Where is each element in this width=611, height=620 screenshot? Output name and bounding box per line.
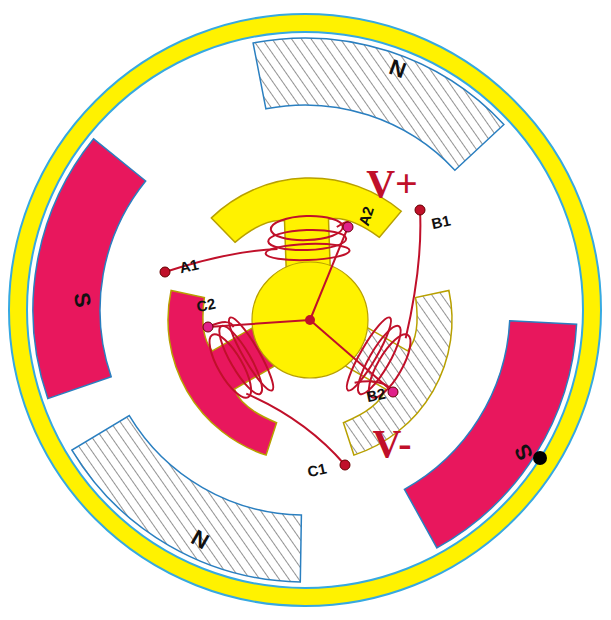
coil-winding bbox=[270, 215, 343, 241]
supply-label: V- bbox=[372, 424, 411, 464]
terminal-dot bbox=[340, 460, 350, 470]
rotor-hub bbox=[252, 262, 368, 378]
terminal-dot bbox=[203, 322, 213, 332]
stator-housing-ring bbox=[9, 14, 601, 606]
terminal-label: C1 bbox=[306, 461, 328, 480]
terminal-dot bbox=[160, 267, 170, 277]
coil-winding bbox=[202, 329, 259, 403]
terminal-label: B2 bbox=[365, 386, 387, 405]
permanent-magnet bbox=[33, 139, 146, 399]
permanent-magnet bbox=[253, 38, 504, 170]
terminal-dot bbox=[343, 222, 353, 232]
star-point bbox=[305, 315, 315, 325]
terminal-label: A1 bbox=[178, 257, 200, 276]
terminal-label: B1 bbox=[430, 213, 452, 232]
terminal-label: C2 bbox=[195, 296, 217, 315]
housing-bore bbox=[27, 32, 583, 588]
star-wire bbox=[310, 320, 393, 392]
star-wire bbox=[208, 320, 310, 327]
coil-lead bbox=[406, 210, 421, 338]
terminal-dot bbox=[415, 205, 425, 215]
coil-lead bbox=[246, 394, 345, 465]
terminal-dot bbox=[388, 387, 398, 397]
star-wire bbox=[310, 227, 348, 320]
supply-label: V+ bbox=[366, 164, 418, 204]
